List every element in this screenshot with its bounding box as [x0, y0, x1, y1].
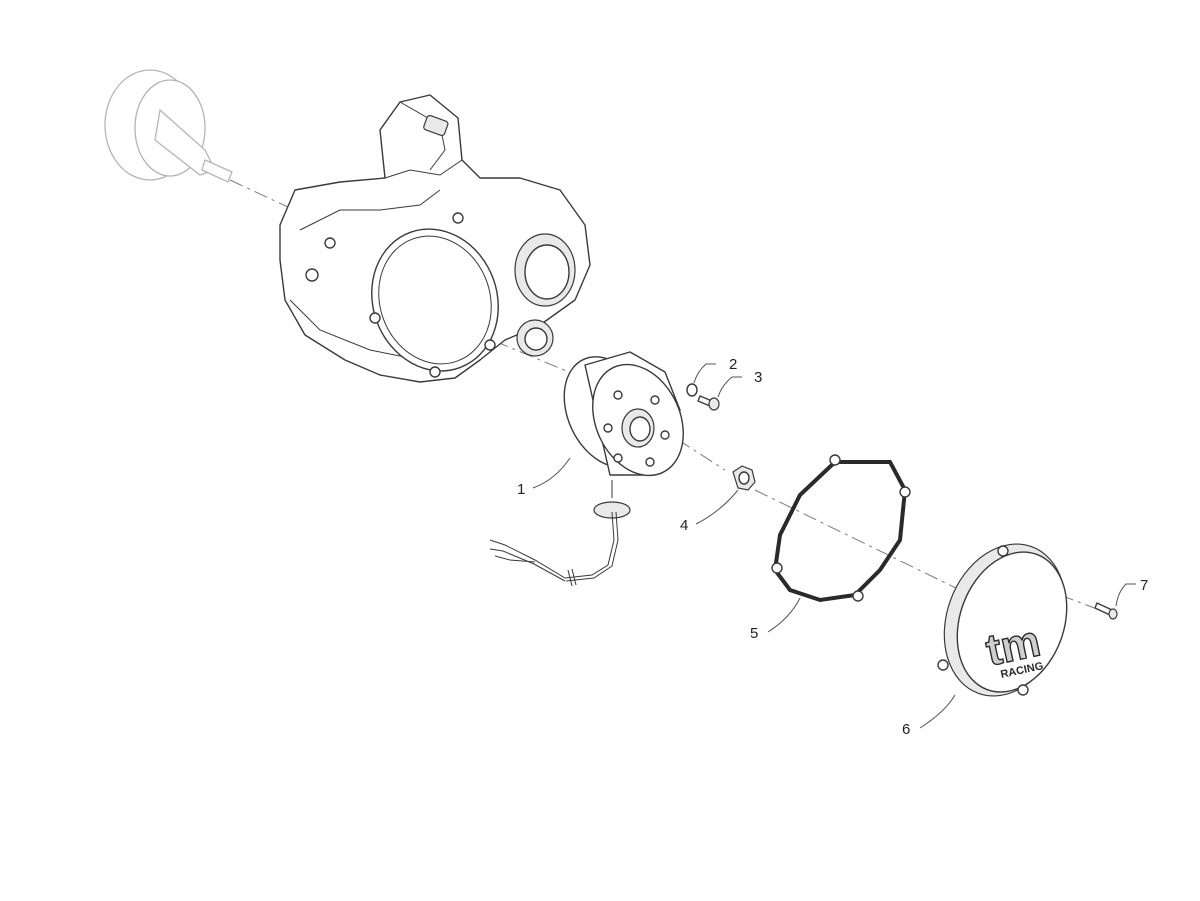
callout-6: 6 [902, 721, 910, 738]
cover-logo-brand: tm [982, 616, 1045, 675]
cover-screw [1094, 602, 1118, 620]
callout-labels: 1 2 3 4 5 6 7 [517, 356, 1148, 738]
callout-3: 3 [754, 369, 762, 386]
crankcase [279, 94, 591, 383]
callout-7: 7 [1140, 577, 1148, 594]
stator-assembly [489, 351, 684, 587]
ignition-cover: tm RACING [937, 543, 1068, 697]
flywheel-nut [732, 465, 756, 491]
callout-4: 4 [680, 517, 688, 534]
screw-small [697, 395, 720, 411]
callout-leaders [532, 363, 1136, 729]
callout-5: 5 [750, 625, 758, 642]
crankshaft-flywheel [104, 69, 233, 183]
callout-1: 1 [517, 481, 525, 498]
gasket [771, 454, 911, 603]
washer [686, 383, 698, 397]
callout-2: 2 [729, 356, 737, 373]
